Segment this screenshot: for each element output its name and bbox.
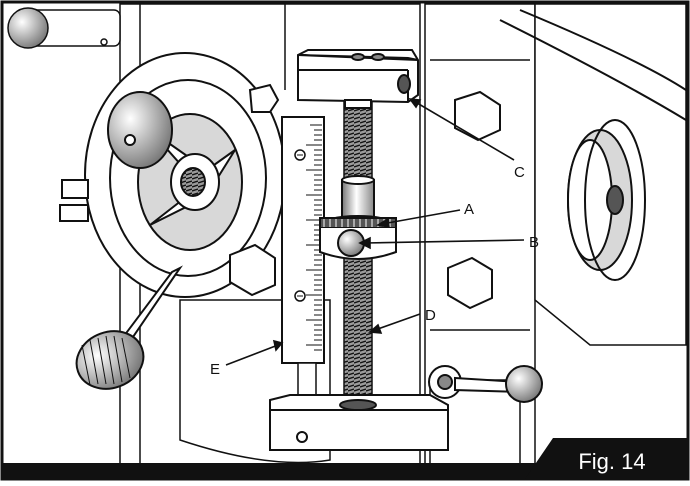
handwheel [59, 52, 286, 298]
callout-e: E [210, 361, 220, 378]
stop-collar [319, 175, 397, 260]
callout-d: D [425, 307, 436, 324]
callout-b: B [529, 234, 539, 251]
callout-labels: C A B D E [210, 164, 539, 378]
base-block [269, 394, 449, 451]
depth-scale [281, 116, 325, 404]
pulley [499, 9, 687, 281]
figure-banner: Fig. 14 [2, 438, 688, 479]
hex-nuts [229, 83, 501, 310]
callout-leaders [225, 98, 525, 366]
lock-lever [428, 365, 543, 403]
callout-a: A [464, 201, 474, 218]
figure-label: Fig. 14 [578, 449, 645, 474]
lever-handle [75, 265, 183, 390]
callout-c: C [514, 164, 525, 181]
stop-block [297, 49, 419, 109]
